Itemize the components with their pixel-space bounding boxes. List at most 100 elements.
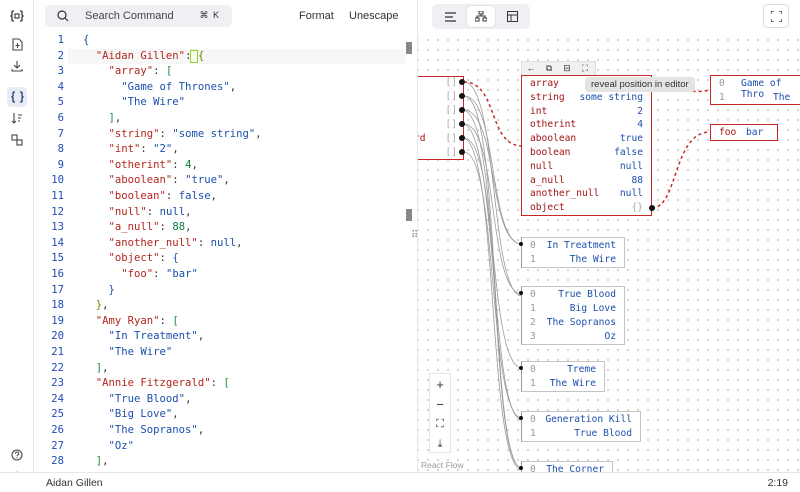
code-line[interactable]: "The Wire"	[108, 346, 173, 358]
object-key: another_null	[530, 188, 600, 200]
code-line[interactable]: "string": "some string",	[108, 127, 262, 140]
code-line[interactable]: "True Blood",	[108, 392, 192, 405]
code-line[interactable]: "array": [	[108, 65, 173, 78]
code-line[interactable]: "a_null": 88,	[108, 221, 192, 234]
code-line[interactable]: "Big Love",	[108, 408, 179, 421]
code-line[interactable]: "The Sopranos",	[108, 424, 205, 436]
import-icon[interactable]	[7, 34, 27, 54]
help-icon[interactable]	[7, 445, 27, 465]
handle-dot[interactable]	[519, 366, 523, 370]
graph-view[interactable]: rd [] [] [] [] [] [] ← ⧉ ⊟ ⛶ arraystring…	[417, 0, 800, 472]
handle-dot[interactable]	[519, 291, 523, 295]
sort-icon[interactable]	[7, 108, 27, 128]
back-icon[interactable]: ←	[526, 63, 536, 73]
unescape-button[interactable]: Unescape	[349, 10, 399, 22]
handle-dot[interactable]	[519, 466, 523, 470]
handle-dot[interactable]	[459, 121, 465, 127]
export-icon[interactable]: ⤓	[437, 437, 443, 450]
code-line[interactable]: "Game of Thrones",	[121, 80, 237, 93]
handle-dot[interactable]	[459, 93, 465, 99]
object-row[interactable]: object{}	[522, 202, 651, 216]
handle-dot[interactable]	[519, 242, 523, 246]
handle-dot[interactable]	[459, 149, 465, 155]
object-row[interactable]: array	[522, 78, 651, 92]
compare-icon[interactable]	[7, 130, 27, 150]
code-line[interactable]: "The Wire"	[121, 96, 186, 109]
code-line[interactable]: "null": null,	[108, 205, 192, 218]
json-editor[interactable]: 1{2 "Aidan Gillen": {3 "array": [4 "Game…	[34, 33, 417, 472]
json-braces-icon[interactable]	[7, 87, 27, 107]
search-command-input[interactable]: Search Command ⌘ K	[45, 5, 232, 27]
download-icon[interactable]	[7, 56, 27, 76]
code-line[interactable]: "object": {	[108, 252, 179, 265]
code-line[interactable]: "Annie Fitzgerald": [	[95, 377, 230, 390]
pane-resize-handle[interactable]: ⠿	[411, 230, 419, 241]
table-view-icon[interactable]	[498, 6, 526, 27]
code-line[interactable]: "otherint": 4,	[108, 158, 198, 171]
code-line[interactable]: "another_null": null,	[108, 236, 243, 249]
copy-icon[interactable]: ⧉	[545, 63, 553, 73]
format-button[interactable]: Format	[299, 10, 334, 22]
code-line[interactable]: ],	[95, 361, 109, 374]
handle-dot[interactable]	[649, 205, 655, 211]
code-line[interactable]: "boolean": false,	[108, 190, 217, 202]
reveal-icon[interactable]: ⛶	[581, 63, 589, 73]
graph-view-icon[interactable]	[467, 6, 495, 27]
handle-dot[interactable]	[459, 79, 465, 85]
list-index: 2	[530, 317, 536, 328]
code-line[interactable]: ],	[95, 455, 109, 468]
foo-node[interactable]: foo bar	[710, 124, 778, 141]
react-flow-attribution[interactable]: React Flow	[421, 460, 464, 470]
zoom-out-icon[interactable]: −	[436, 396, 444, 412]
collapse-icon[interactable]: ⊟	[563, 63, 571, 73]
zoom-in-icon[interactable]: +	[436, 376, 444, 392]
view-mode-switch	[432, 4, 530, 29]
code-line[interactable]: ],	[108, 112, 122, 124]
code-line[interactable]: "Aidan Gillen": {	[95, 49, 205, 62]
code-line[interactable]: }	[108, 283, 115, 296]
text-view-icon[interactable]	[436, 6, 464, 27]
handle-dot[interactable]	[459, 135, 465, 141]
fullscreen-icon[interactable]	[763, 4, 789, 28]
handle-dot[interactable]	[519, 416, 523, 420]
code-line[interactable]: "In Treatment",	[108, 330, 205, 343]
code-line[interactable]: "foo": "bar"	[121, 268, 198, 280]
handle-dot[interactable]	[459, 107, 465, 113]
code-line[interactable]: },	[95, 299, 109, 312]
code-line[interactable]: {	[83, 34, 90, 46]
fit-view-icon[interactable]: ⛶	[436, 417, 444, 430]
app-logo-icon[interactable]	[7, 6, 27, 26]
scrollbar-thumb[interactable]	[406, 42, 412, 54]
code-line[interactable]: "Amy Ryan": [	[95, 314, 179, 327]
code-line[interactable]: "aboolean": "true",	[108, 174, 230, 187]
root-node-partial[interactable]: rd [] [] [] [] [] []	[418, 76, 464, 160]
code-line[interactable]: "int": "2",	[108, 143, 179, 156]
code-line[interactable]: "Oz"	[108, 439, 135, 452]
